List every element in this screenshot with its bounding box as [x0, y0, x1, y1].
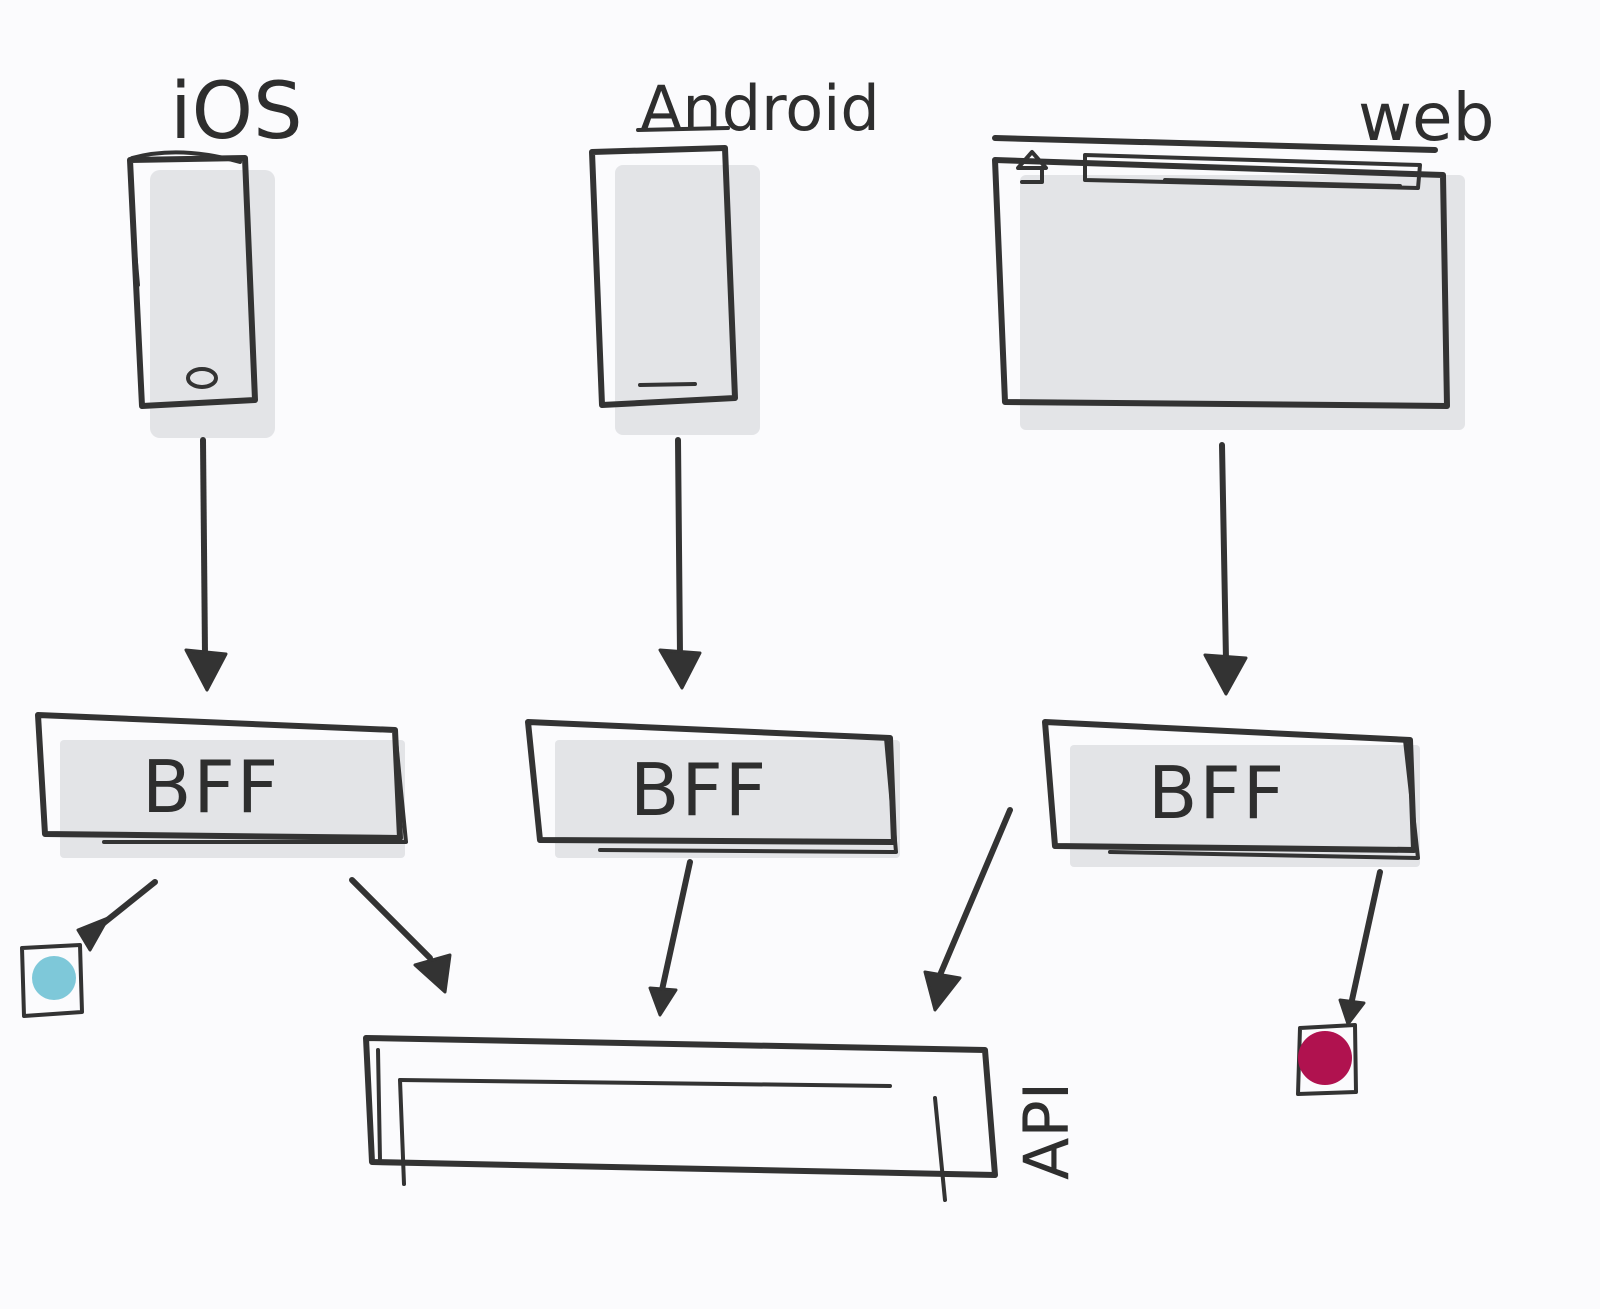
api-box: API [363, 1035, 1083, 1202]
label-web: web [1358, 79, 1494, 156]
label-ios: iOS [170, 67, 303, 157]
bff-label-1: BFF [142, 745, 280, 829]
web-browser-device [992, 135, 1465, 430]
label-android: Android [640, 72, 880, 145]
bff-box-3: BFF [1042, 719, 1420, 867]
service-color-web [1298, 1031, 1352, 1085]
address-bar [1083, 153, 1422, 190]
api-label: API [1010, 1082, 1083, 1180]
android-nav-bar [638, 382, 697, 387]
android-device [589, 126, 760, 435]
home-button-icon [186, 367, 218, 389]
ios-device [127, 150, 275, 438]
bff-box-1: BFF [35, 712, 408, 858]
bff-arrows [76, 807, 1383, 1026]
bff-label-2: BFF [630, 748, 768, 832]
service-box-web [1296, 1023, 1358, 1096]
service-color-ios [32, 956, 76, 1000]
service-box-ios [20, 943, 84, 1018]
client-arrows [184, 437, 1248, 696]
bff-box-2: BFF [525, 719, 900, 858]
bff-label-3: BFF [1148, 751, 1286, 835]
